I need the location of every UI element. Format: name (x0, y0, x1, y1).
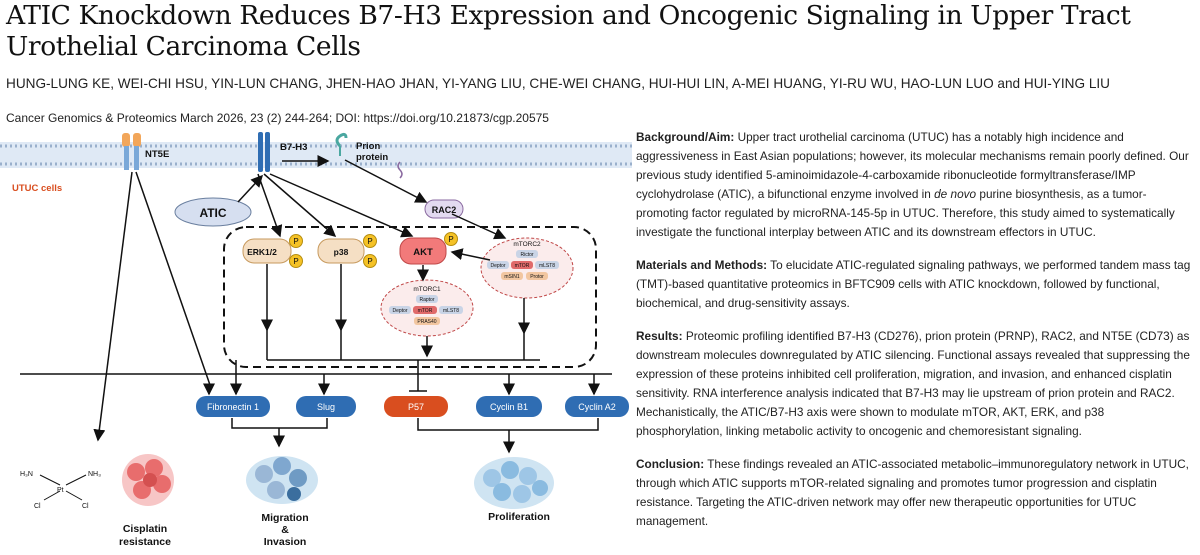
akt-node: AKT P (399, 232, 458, 265)
pathway-diagram: UTUC cells NT5E B7-H3 Prion protein ATIC… (0, 132, 632, 548)
erk-phospho-1: P (293, 237, 298, 246)
b7h3-receptor (258, 132, 270, 172)
mtorc1-complex: mTORC1 Raptor Deptor mTOR mLST8 PRAS40 (380, 279, 474, 337)
mtorc2-title: mTORC2 (513, 241, 541, 248)
mtorc2-mtor: mTOR (515, 263, 530, 269)
nt5e-label: NT5E (145, 149, 169, 160)
outcome-migration-2: & (281, 524, 289, 536)
outcome-cisplatin-2: resistance (119, 536, 171, 548)
cisplatin-cl-1: Cl (34, 503, 41, 510)
methods-text: To elucidate ATIC-regulated signaling pa… (636, 258, 1191, 310)
mtorc2-protor: Protor (530, 274, 544, 280)
cisplatin-pt: Pt (57, 487, 64, 494)
outcome-proliferation: Proliferation (488, 511, 550, 523)
mtorc2-msin1: mSIN1 (504, 274, 520, 280)
abstract-methods: Materials and Methods: To elucidate ATIC… (636, 256, 1192, 313)
akt-phospho: P (448, 235, 453, 244)
rac2-label: RAC2 (432, 205, 457, 215)
mtorc1-deptor: Deptor (392, 308, 407, 314)
outcome-migration-1: Migration (261, 512, 308, 524)
akt-label: AKT (413, 247, 433, 258)
rac2-to-mtorc2-arrow (451, 213, 507, 240)
prion-to-rac2-arrow (344, 159, 428, 203)
target-p57-label: P57 (408, 402, 424, 412)
p38-node: p38 P P (317, 234, 377, 268)
pathway-arrows (20, 171, 612, 454)
background-text-1: Upper tract urothelial carcinoma (UTUC) … (636, 130, 1189, 201)
citation-line: Cancer Genomics & Proteomics March 2026,… (6, 111, 549, 125)
prion-label-2: protein (356, 152, 388, 163)
target-p57: P57 (384, 396, 448, 417)
abstract: Background/Aim: Upper tract urothelial c… (636, 128, 1192, 545)
abstract-conclusion: Conclusion: These findings revealed an A… (636, 455, 1192, 531)
rac2-anchor (397, 161, 403, 179)
conclusion-label: Conclusion: (636, 457, 705, 471)
mtorc1-title: mTORC1 (413, 286, 441, 293)
p38-phospho-1: P (367, 237, 372, 246)
proliferation-cells (474, 457, 554, 509)
background-text-2: purine biosynthesis, as a tumor-promotin… (636, 187, 1175, 239)
b7h3-label: B7-H3 (280, 142, 307, 153)
rac2-node: RAC2 (424, 199, 464, 219)
outcome-migration-3: Invasion (264, 536, 307, 548)
mtorc1-mtor: mTOR (418, 308, 433, 314)
author-list: HUNG-LUNG KE, WEI-CHI HSU, YIN-LUN CHANG… (6, 76, 1110, 91)
prion-protein-icon (335, 132, 348, 156)
methods-label: Materials and Methods: (636, 258, 768, 272)
cisplatin-cl-2: Cl (82, 503, 89, 510)
target-slug: Slug (296, 396, 356, 417)
atic-label: ATIC (199, 206, 226, 220)
target-slug-label: Slug (317, 402, 335, 412)
abstract-results: Results: Proteomic profiling identified … (636, 327, 1192, 441)
erk-node: ERK1/2 P P (242, 234, 303, 268)
erk-phospho-2: P (293, 257, 298, 266)
abstract-background: Background/Aim: Upper tract urothelial c… (636, 128, 1192, 242)
cisplatin-nh3: NH₃ (88, 471, 101, 478)
target-fibronectin-label: Fibronectin 1 (207, 402, 259, 412)
p38-phospho-2: P (367, 257, 372, 266)
erk-label: ERK1/2 (247, 247, 277, 257)
mtorc1-pras40: PRAS40 (417, 319, 436, 325)
mtorc2-rictor: Rictor (520, 252, 533, 258)
outcome-cisplatin-1: Cisplatin (123, 523, 167, 535)
cell-membrane (0, 142, 632, 168)
prion-label-1: Prion (356, 141, 380, 152)
mtorc2-complex: mTORC2 Rictor Deptor mTOR mLST8 mSIN1 Pr… (480, 237, 574, 299)
p38-label: p38 (334, 247, 349, 257)
mtorc2-to-akt-arrow (450, 248, 491, 261)
atic-node: ATIC (174, 197, 252, 227)
cisplatin-h3n: H₃N (20, 471, 33, 478)
results-label: Results: (636, 329, 683, 343)
paper-title: ATIC Knockdown Reduces B7-H3 Expression … (6, 0, 1131, 62)
target-cyclin-a2: Cyclin A2 (565, 396, 629, 417)
mtorc1-mlst8: mLST8 (443, 308, 459, 314)
graphical-abstract: UTUC cells NT5E B7-H3 Prion protein ATIC… (0, 128, 632, 550)
target-cyclin-b1-label: Cyclin B1 (490, 402, 528, 412)
mtorc2-mlst8: mLST8 (539, 263, 555, 269)
background-italic: de novo (934, 187, 977, 201)
nt5e-receptor (122, 133, 141, 170)
membrane-label: UTUC cells (12, 183, 62, 194)
conclusion-text: These findings revealed an ATIC-associat… (636, 457, 1189, 528)
mtorc1-raptor: Raptor (419, 297, 434, 303)
atic-to-b7h3-arrow (237, 174, 264, 203)
cisplatin-resistance-cells (122, 454, 174, 506)
results-text: Proteomic profiling identified B7-H3 (CD… (636, 329, 1190, 438)
target-cyclin-b1: Cyclin B1 (476, 396, 542, 417)
target-fibronectin: Fibronectin 1 (196, 396, 270, 417)
migration-invasion-cells (246, 456, 318, 504)
target-cyclin-a2-label: Cyclin A2 (578, 402, 616, 412)
mtorc2-deptor: Deptor (490, 263, 505, 269)
cisplatin-structure (39, 474, 87, 501)
background-label: Background/Aim: (636, 130, 735, 144)
